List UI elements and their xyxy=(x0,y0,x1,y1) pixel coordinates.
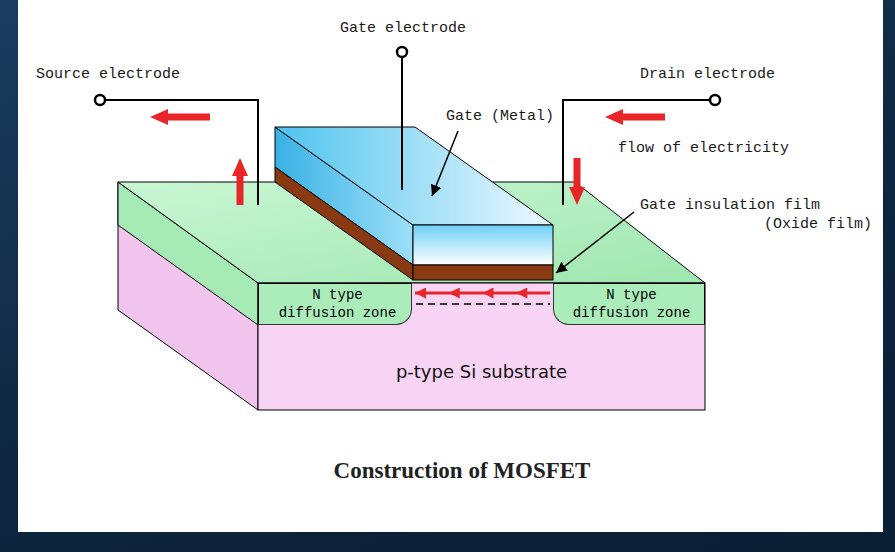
current-arrow xyxy=(232,158,248,205)
substrate-front xyxy=(258,283,705,410)
terminal-circle xyxy=(95,95,105,105)
gate-wire xyxy=(401,57,403,190)
terminal-circle xyxy=(710,95,720,105)
source-wire xyxy=(105,100,258,205)
region-label: p-type Si substrate xyxy=(396,361,567,383)
terminal-label: Source electrode xyxy=(36,66,180,85)
part-label: Gate insulation film (Oxide film) xyxy=(640,197,872,235)
substrate-region: p-type Si substrate N type diffusion zone… xyxy=(258,283,705,410)
oxide-front xyxy=(413,265,553,280)
terminal-label: Drain electrode xyxy=(640,66,775,85)
terminal-circle xyxy=(397,47,407,57)
current-arrow xyxy=(569,158,585,205)
channel-current xyxy=(415,292,550,295)
gate-top xyxy=(275,127,553,225)
part-label: Gate (Metal) xyxy=(446,108,554,127)
white-panel xyxy=(18,0,883,532)
figure-caption: Construction of MOSFET xyxy=(262,458,662,484)
current-arrow xyxy=(605,109,665,125)
diffusion-zone: N type diffusion zone xyxy=(553,283,705,325)
diffusion-zone: N type diffusion zone xyxy=(258,283,412,325)
channel-dashes xyxy=(416,303,550,305)
gate-front xyxy=(413,225,553,265)
leader-line xyxy=(556,212,634,273)
region-label: N type diffusion zone xyxy=(275,287,400,322)
terminal-label: Gate electrode xyxy=(340,20,466,39)
region-label: N type diffusion zone xyxy=(569,287,694,322)
current-arrow xyxy=(150,109,210,125)
leader-line xyxy=(432,131,458,196)
note-label: flow of electricity xyxy=(618,140,789,159)
